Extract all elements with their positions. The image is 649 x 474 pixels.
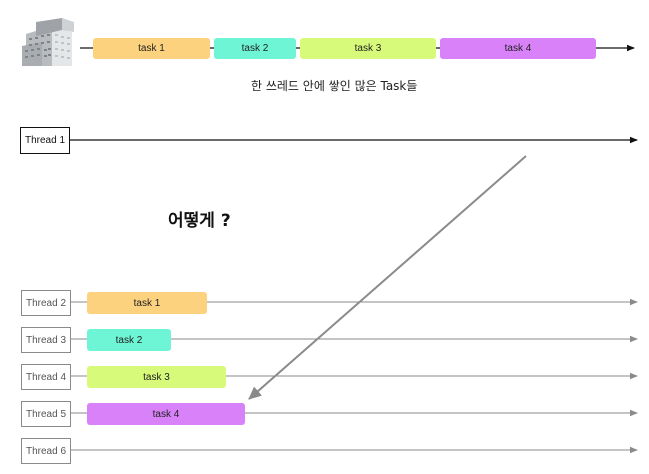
- diagonal-arrow: [248, 155, 527, 400]
- thread-3-label: Thread 3: [21, 327, 71, 353]
- thread-6-label: Thread 6: [21, 438, 71, 464]
- thread-4-task: task 3: [87, 366, 226, 388]
- thread-5-task: task 4: [87, 403, 245, 425]
- top-task-4: task 4: [440, 38, 596, 59]
- thread-2-label: Thread 2: [21, 290, 71, 316]
- question-text: 어떻게 ?: [168, 211, 231, 231]
- office-building-icon: [22, 16, 78, 66]
- thread-4-label: Thread 4: [21, 364, 71, 390]
- thread-1-label: Thread 1: [20, 127, 70, 154]
- thread-2-task: task 1: [87, 292, 207, 314]
- top-task-3: task 3: [300, 38, 436, 59]
- thread-5-label: Thread 5: [21, 401, 71, 427]
- top-task-2: task 2: [214, 38, 296, 59]
- single-thread-caption: 한 쓰레드 안에 쌓인 많은 Task들: [251, 79, 418, 93]
- top-task-1: task 1: [93, 38, 210, 59]
- thread-3-task: task 2: [87, 329, 171, 351]
